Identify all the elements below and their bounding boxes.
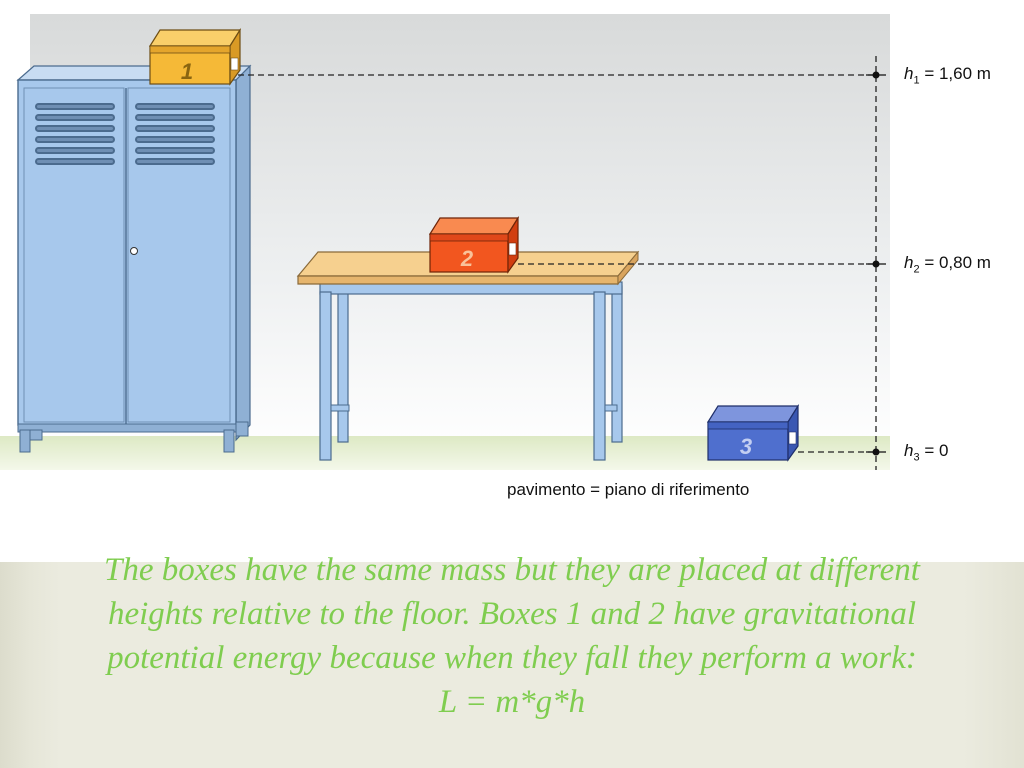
height-label-2: h2 = 0,80 m xyxy=(904,253,991,276)
height-label-1: h1 = 1,60 m xyxy=(904,64,991,87)
height-label-3: h3 = 0 xyxy=(904,441,949,464)
box-3-label: 3 xyxy=(740,434,752,459)
diagram-scene: 1 2 3 xyxy=(0,14,890,470)
table xyxy=(296,250,640,461)
caption-line-2: heights relative to the floor. Boxes 1 a… xyxy=(107,596,917,632)
caption-line-1: The boxes have the same mass but they ar… xyxy=(104,552,920,588)
floor-reference-caption: pavimento = piano di riferimento xyxy=(507,480,750,499)
explanation-caption: The boxes have the same mass but they ar… xyxy=(40,548,984,724)
box-1-label: 1 xyxy=(181,59,193,84)
caption-formula: L = m*g*h xyxy=(438,684,586,720)
caption-band xyxy=(0,562,1024,768)
box-2-label: 2 xyxy=(460,246,474,271)
cabinet xyxy=(16,64,252,453)
box-2 xyxy=(428,215,520,274)
caption-line-3: potential energy because when they fall … xyxy=(107,640,917,676)
box-1 xyxy=(148,27,242,86)
box-3 xyxy=(706,403,800,462)
